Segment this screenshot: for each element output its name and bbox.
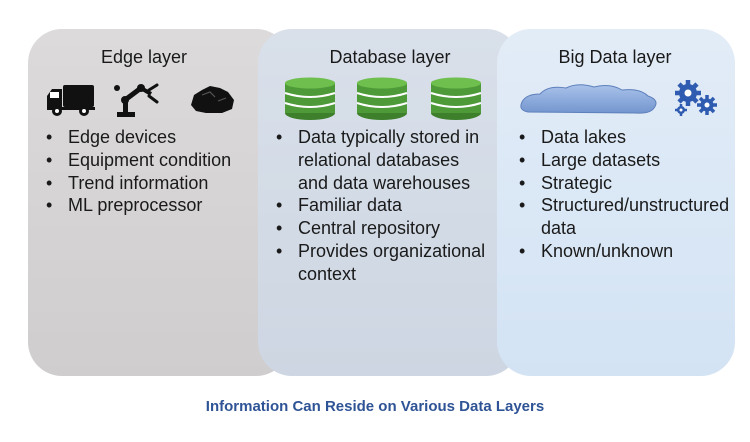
bullet-item: Known/unknown bbox=[517, 240, 725, 263]
big-data-layer-title: Big Data layer bbox=[558, 47, 672, 67]
database-icon bbox=[356, 77, 408, 120]
database-layer-title: Database layer bbox=[329, 47, 451, 67]
bullet-item: Strategic bbox=[517, 172, 725, 195]
bullet-item: Familiar data bbox=[274, 194, 488, 217]
bullet-item: Central repository bbox=[274, 217, 488, 240]
bullet-item: Large datasets bbox=[517, 149, 725, 172]
cloud-icon bbox=[520, 84, 657, 114]
bullet-item: Trend information bbox=[44, 172, 244, 195]
bullet-item: Data typically stored in relational data… bbox=[274, 126, 488, 194]
database-icon bbox=[430, 77, 482, 120]
edge-layer-bullets: Edge devices Equipment condition Trend i… bbox=[44, 126, 244, 217]
edge-layer-title: Edge layer bbox=[100, 47, 188, 67]
bullet-item: Equipment condition bbox=[44, 149, 244, 172]
figure-caption: Information Can Reside on Various Data L… bbox=[205, 398, 545, 415]
gears-icon bbox=[675, 80, 717, 116]
ore-rock-icon bbox=[191, 86, 234, 113]
bullet-item: Provides organizational context bbox=[274, 240, 488, 286]
bullet-item: Edge devices bbox=[44, 126, 244, 149]
bullet-item: ML preprocessor bbox=[44, 194, 244, 217]
bullet-item: Data lakes bbox=[517, 126, 725, 149]
bullet-item: Structured/unstructured data bbox=[517, 194, 729, 240]
robot-arm-icon bbox=[114, 83, 159, 117]
big-data-layer-bullets: Data lakes Large datasets Strategic Stru… bbox=[517, 126, 729, 263]
database-layer-bullets: Data typically stored in relational data… bbox=[274, 126, 488, 286]
truck-icon bbox=[47, 85, 95, 116]
database-icon bbox=[284, 77, 336, 120]
